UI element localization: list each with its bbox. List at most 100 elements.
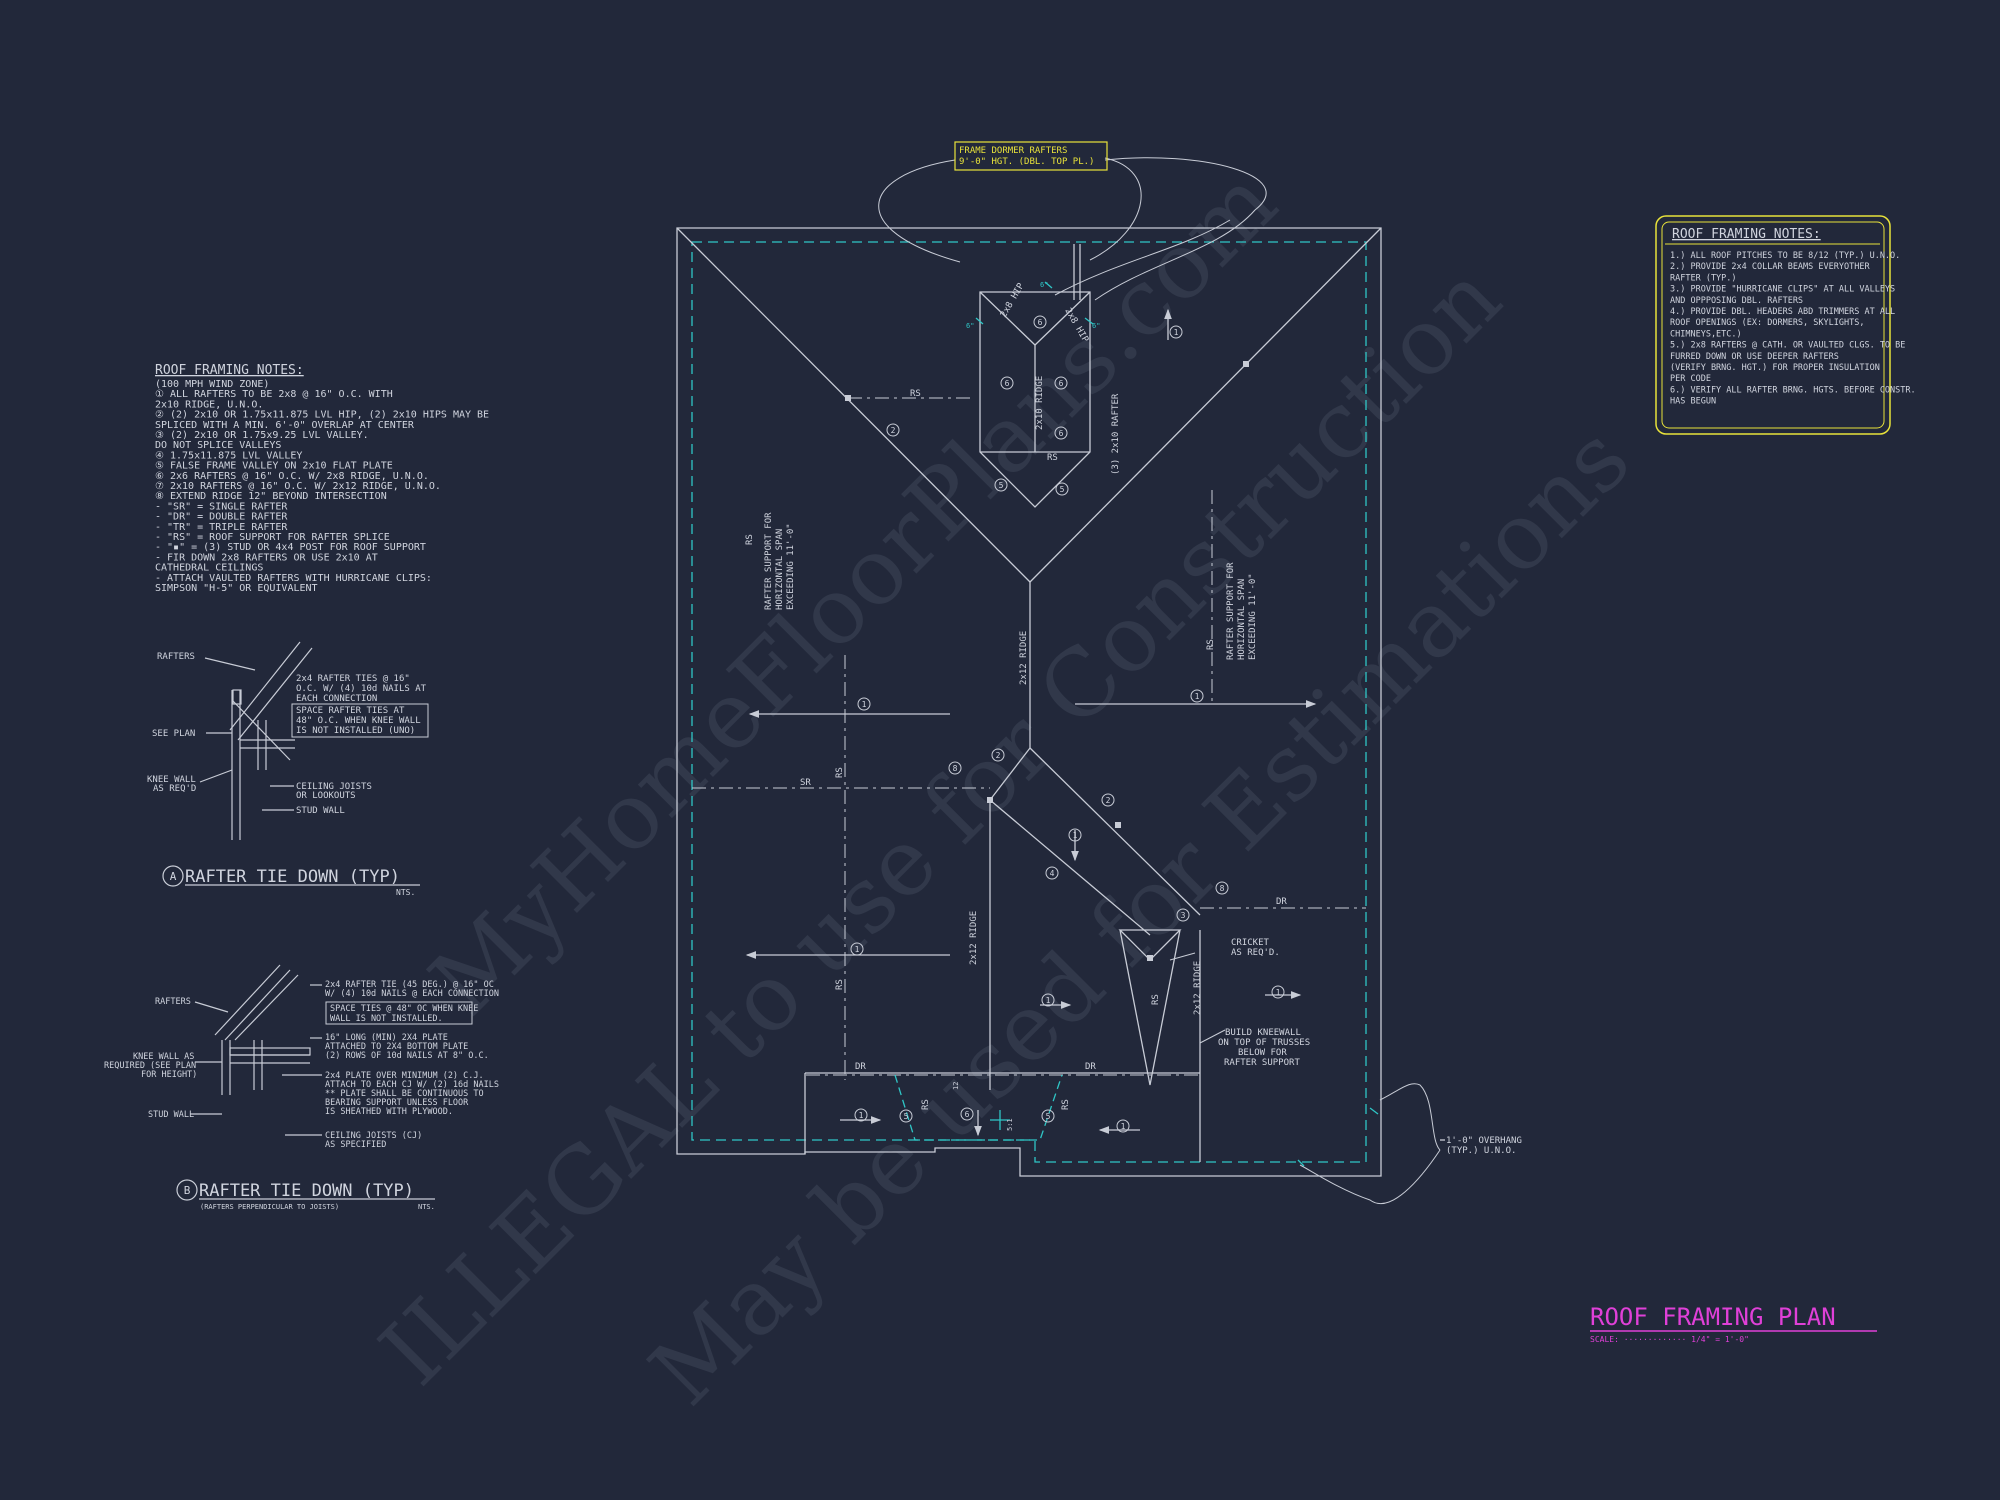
- detail-a-rafter-tie-down: RAFTERS 2x4 RAFTER TIES @ 16" O.C. W/ (4…: [147, 641, 429, 897]
- notes-right-line: FURRED DOWN OR USE DEEPER RAFTERS: [1670, 352, 1839, 362]
- tag-circle: [1054, 376, 1068, 390]
- detail-a-stud: STUD WALL: [296, 806, 345, 816]
- rs-label-8: RS: [910, 389, 921, 399]
- notes-left-line: - "RS" = ROOF SUPPORT FOR RAFTER SPLICE: [155, 532, 390, 543]
- detail-b-space-1: SPACE TIES @ 48" OC WHEN KNEE: [330, 1004, 478, 1014]
- tag-number: 6: [1038, 318, 1043, 327]
- tag-number: 1: [1046, 996, 1051, 1005]
- cricket-label-1: CRICKET: [1231, 938, 1270, 948]
- detail-b-nts: NTS.: [418, 1203, 435, 1211]
- dormer-ridge-label: 2x10 RIDGE: [1035, 376, 1045, 430]
- notes-left-line: SIMPSON "H-5" OR EQUIVALENT: [155, 583, 318, 594]
- tag-circle: [886, 423, 900, 437]
- support-right-2: HORIZONTAL SPAN: [1237, 579, 1247, 660]
- tag-circle: [1116, 1119, 1130, 1133]
- notes-left-lines: (100 MPH WIND ZONE)① ALL RAFTERS TO BE 2…: [155, 379, 489, 594]
- dormer-tag-line-1: FRAME DORMER RAFTERS: [959, 146, 1067, 156]
- detail-b-knee-1: KNEE WALL AS: [133, 1052, 194, 1062]
- dormer: [979, 291, 1091, 508]
- kneewall-label-1: BUILD KNEEWALL: [1225, 1028, 1301, 1038]
- tag-number: 6: [965, 1110, 970, 1119]
- detail-a-space-3: IS NOT INSTALLED (UNO): [296, 726, 415, 736]
- notes-left-line: - FIR DOWN 2x8 RAFTERS OR USE 2x10 AT: [155, 552, 378, 563]
- notes-right-line: (VERIFY BRNG. HGT.) FOR PROPER INSULATIO…: [1670, 363, 1880, 373]
- sr-label: SR: [800, 778, 811, 788]
- plan-title: ROOF FRAMING PLAN: [1590, 1303, 1836, 1331]
- detail-b-plate-1: 16" LONG (MIN) 2X4 PLATE: [325, 1033, 448, 1043]
- tag-circle: [1041, 1109, 1055, 1123]
- detail-a-title: RAFTER TIE DOWN (TYP): [185, 867, 400, 887]
- dr-label-3: DR: [1276, 897, 1287, 907]
- detail-b-knee-3: FOR HEIGHT): [141, 1070, 197, 1080]
- notes-left-line: ⑤ FALSE FRAME VALLEY ON 2x10 FLAT PLATE: [155, 461, 393, 472]
- kneewall-label-2: ON TOP OF TRUSSES: [1218, 1038, 1310, 1048]
- tag-circle: [1033, 315, 1047, 329]
- notes-left-line: - "SR" = SINGLE RAFTER: [155, 501, 288, 512]
- support-left-1: RAFTER SUPPORT FOR: [764, 512, 774, 610]
- notes-left-line: ⑧ EXTEND RIDGE 12" BEYOND INTERSECTION: [155, 491, 387, 502]
- tag-circle: [1215, 881, 1229, 895]
- notes-right-line: 1.) ALL ROOF PITCHES TO BE 8/12 (TYP.) U…: [1670, 251, 1900, 261]
- triple-rafter-label: (3) 2x10 RAFTER: [1111, 393, 1121, 475]
- detail-b-marker: B: [184, 1184, 191, 1197]
- notes-right-line: 4.) PROVIDE DBL. HEADERS ABD TRIMMERS AT…: [1670, 307, 1895, 317]
- detail-b-ties-1: 2x4 RAFTER TIE (45 DEG.) @ 16" OC: [325, 980, 494, 990]
- tag-number: 5: [1060, 485, 1065, 494]
- detail-a-ties-1: 2x4 RAFTER TIES @ 16": [296, 674, 410, 684]
- kneewall-label-3: BELOW FOR: [1238, 1048, 1287, 1058]
- tag-number: 3: [1181, 911, 1186, 920]
- detail-b-plate-3: (2) ROWS OF 10d NAILS AT 8" O.C.: [325, 1051, 489, 1061]
- notes-right-line: 3.) PROVIDE "HURRICANE CLIPS" AT ALL VAL…: [1670, 285, 1895, 295]
- rs-label-5: RS: [921, 1099, 931, 1110]
- detail-b-p2: ATTACH TO EACH CJ W/ (2) 16d NAILS: [325, 1080, 499, 1090]
- notes-right-line: ROOF OPENINGS (EX: DORMERS, SKYLIGHTS,: [1670, 318, 1864, 328]
- notes-left-line: ③ (2) 2x10 OR 1.75x9.25 LVL VALLEY.: [155, 430, 369, 441]
- detail-b-subtitle: (RAFTERS PERPENDICULAR TO JOISTS): [200, 1203, 339, 1211]
- tag-number: 1: [1073, 831, 1078, 840]
- rs-label-4: RS: [835, 979, 845, 990]
- tag-number: 6: [1059, 379, 1064, 388]
- notes-left-line: - "DR" = DOUBLE RAFTER: [155, 512, 288, 523]
- watermark-line-2: ILLEGAL to use for Construction: [360, 244, 1521, 1405]
- notes-left-line: DO NOT SPLICE VALLEYS: [155, 440, 281, 451]
- detail-b-stud: STUD WALL: [148, 1110, 194, 1120]
- tag-number: 2: [1106, 796, 1111, 805]
- rs-label-2: RS: [1206, 639, 1216, 650]
- detail-b-knee-2: REQUIRED (SEE PLAN: [104, 1061, 196, 1071]
- notes-right-lines: 1.) ALL ROOF PITCHES TO BE 8/12 (TYP.) U…: [1670, 251, 1916, 407]
- tag-circle: [960, 1107, 974, 1121]
- tag-circle: [1045, 866, 1059, 880]
- tag-circle: [857, 697, 871, 711]
- notes-left-line: ② (2) 2x10 OR 1.75x11.875 LVL HIP, (2) 2…: [155, 410, 489, 421]
- notes-right-line: CHIMNEYS,ETC.): [1670, 329, 1742, 339]
- tag-number: 1: [862, 700, 867, 709]
- cricket: [1118, 929, 1182, 1086]
- notes-left-line: ⑦ 2x10 RAFTERS @ 16" O.C. W/ 2x12 RIDGE,…: [155, 481, 441, 492]
- ridge-lower-label: 2x12 RIDGE: [969, 911, 979, 965]
- notes-right-line: PER CODE: [1670, 374, 1711, 384]
- notes-left-line: ④ 1.75x11.875 LVL VALLEY: [155, 450, 302, 461]
- tag-circle: [1271, 985, 1285, 999]
- tag-circle: [994, 478, 1008, 492]
- notes-left-line: ⑥ 2x6 RAFTERS @ 16" O.C. W/ 2x8 RIDGE, U…: [155, 471, 429, 482]
- detail-a-marker: A: [170, 870, 177, 883]
- notes-right-line: 5.) 2x8 RAFTERS @ CATH. OR VAULTED CLGS.…: [1670, 341, 1905, 351]
- notes-left-line: 2x10 RIDGE, U.N.O.: [155, 399, 263, 410]
- notes-right-line: 2.) PROVIDE 2x4 COLLAR BEAMS EVERYOTHER: [1670, 262, 1870, 272]
- tag-circle: [854, 1108, 868, 1122]
- detail-a-space-2: 48" O.C. WHEN KNEE WALL: [296, 716, 421, 726]
- tag-circle: [1000, 376, 1014, 390]
- tag-circle: [1101, 793, 1115, 807]
- detail-b-cj-2: AS SPECIFIED: [325, 1140, 386, 1150]
- tag-number: 8: [953, 764, 958, 773]
- tag-number: 1: [1121, 1122, 1126, 1131]
- tag-circle: [1169, 325, 1183, 339]
- detail-b-title: RAFTER TIE DOWN (TYP): [199, 1181, 414, 1201]
- tag-number: 6: [1005, 379, 1010, 388]
- detail-b-p4: BEARING SUPPORT UNLESS FLOOR: [325, 1098, 469, 1108]
- tag-number: 2: [996, 751, 1001, 760]
- dormer-hip-left: 2x8 HIP: [999, 281, 1027, 319]
- roof-outline: [676, 227, 1382, 1177]
- rs-label-9: RS: [1047, 453, 1058, 463]
